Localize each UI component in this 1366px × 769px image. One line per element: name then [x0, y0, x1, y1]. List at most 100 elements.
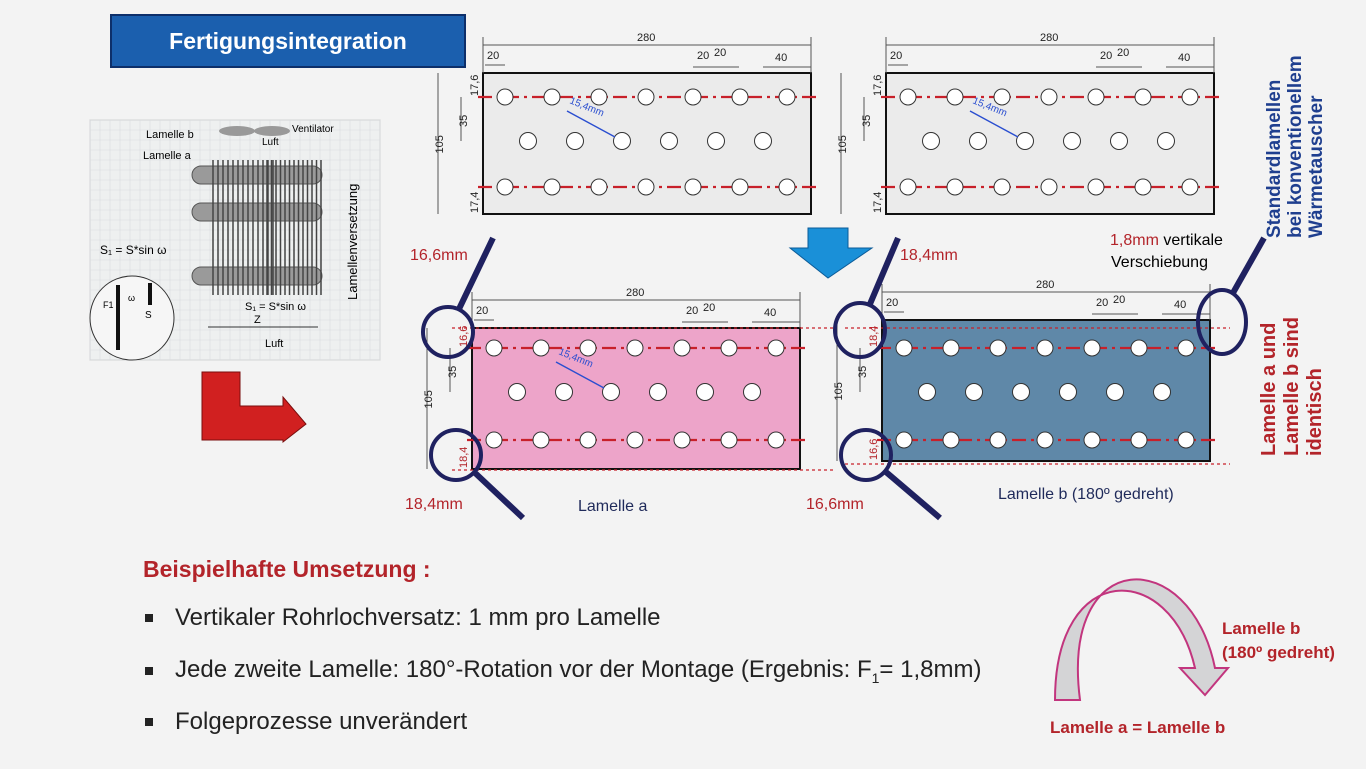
illus-label-lamelle-a: Lamelle a — [143, 150, 191, 162]
tube-hole — [579, 339, 597, 357]
dim-left-pitch-label: 20 — [487, 50, 499, 62]
tube-hole — [1181, 178, 1199, 196]
callout-a-top: 16,6mm — [410, 247, 468, 264]
hole-diameter-arrow — [555, 361, 605, 389]
dim-bottom-offset-label: 17,4 — [872, 192, 884, 213]
tube-hole — [1036, 431, 1054, 449]
tube-hole — [649, 383, 667, 401]
dim-bottom-offset-label: 18,4 — [458, 447, 470, 468]
tube-hole — [684, 88, 702, 106]
tube-hole — [946, 88, 964, 106]
tube-hole — [1087, 178, 1105, 196]
dim-height-label: 105 — [837, 135, 849, 153]
tube-hole — [1087, 88, 1105, 106]
bullet-icon — [145, 718, 153, 726]
plate-standard-right — [840, 37, 1224, 215]
dim-left-pitch-label: 20 — [890, 50, 902, 62]
tube-hole — [942, 339, 960, 357]
shift-annotation: 1,8mm vertikale — [1110, 232, 1223, 250]
tube-hole — [993, 88, 1011, 106]
plate-standard-left — [437, 37, 821, 215]
tube-hole — [579, 431, 597, 449]
illus-label-luft-bottom: Luft — [265, 338, 284, 350]
bullet-icon — [145, 666, 153, 675]
illus-label-luft-top: Luft — [262, 137, 279, 148]
fan-blade-icon — [219, 126, 255, 136]
dim-top-offset-label: 17,6 — [469, 75, 481, 96]
standard-lamellen-label: Standardlamellen bei konventionellem Wär… — [1264, 55, 1327, 238]
dim-pitch-b-label: 20 — [1113, 294, 1125, 306]
tube-hole — [496, 178, 514, 196]
callout-b-bottom: 16,6mm — [806, 496, 864, 513]
tube-hole — [626, 431, 644, 449]
magnifier-handle — [1230, 236, 1267, 295]
tube-hole — [899, 88, 917, 106]
tube-hole — [1177, 339, 1195, 357]
tube-hole — [543, 88, 561, 106]
identical-label: Lamelle a und Lamelle b sind identisch — [1258, 317, 1327, 456]
dim-height-label: 105 — [434, 135, 446, 153]
dim-pitch-a-label: 20 — [1100, 50, 1112, 62]
callout-a-bottom: 18,4mm — [405, 496, 463, 513]
tube-hole — [637, 88, 655, 106]
blue-down-arrow-icon — [788, 227, 874, 279]
bullet-text: Vertikaler Rohrlochversatz: 1 mm pro Lam… — [175, 604, 661, 631]
bullet-2-post: = 1,8mm) — [879, 656, 982, 683]
tube-hole — [1153, 383, 1171, 401]
title-box: Fertigungsintegration — [110, 14, 466, 68]
tube-hole — [895, 431, 913, 449]
illus-label-omega: ω — [128, 293, 136, 303]
bullet-text: Folgeprozesse unverändert — [175, 708, 468, 735]
plate-lamelle-b — [836, 284, 1220, 462]
dim-height-label: 105 — [423, 390, 435, 408]
hole-diameter-arrow — [969, 110, 1019, 138]
tube-hole — [626, 339, 644, 357]
illus-label-f1: F1 — [103, 300, 114, 310]
tube-hole — [895, 339, 913, 357]
tube-hole — [1063, 132, 1081, 150]
illus-label-s: S — [145, 310, 152, 321]
magnifier-icon — [1196, 236, 1267, 356]
dim-width-label: 280 — [637, 32, 655, 44]
rotation-label-b-2: (180º gedreht) — [1222, 643, 1335, 662]
magnifier-lens — [1196, 288, 1248, 356]
tube-hole — [532, 431, 550, 449]
dim-top-offset-label: 16,6 — [458, 326, 470, 347]
bullet-item-3: Folgeprozesse unverändert — [145, 708, 467, 736]
bullet-2-pre: Jede zweite Lamelle: 180°-Rotation vor d… — [175, 656, 872, 683]
tube-hole — [922, 132, 940, 150]
tube-hole — [590, 178, 608, 196]
detail-zoom-circle-icon — [89, 275, 175, 361]
standard-line-1: Standardlamellen — [1264, 79, 1285, 238]
tube-hole — [993, 178, 1011, 196]
tube-hole — [767, 431, 785, 449]
tube-hole — [754, 132, 772, 150]
fan-blade-icon — [254, 126, 290, 136]
shift-text-2: Verschiebung — [1111, 254, 1208, 271]
illus-label-lamelle-b: Lamelle b — [146, 129, 194, 141]
tube-hole — [684, 178, 702, 196]
tube-hole — [989, 339, 1007, 357]
magnifier-lens — [429, 428, 483, 482]
tube-hole — [965, 383, 983, 401]
magnifier-icon — [833, 236, 901, 359]
tube-hole — [673, 431, 691, 449]
tube-hole — [1083, 431, 1101, 449]
magnifier-handle — [472, 469, 526, 521]
tube-hole — [1130, 431, 1148, 449]
magnifier-lens — [421, 305, 475, 359]
tube-hole — [696, 383, 714, 401]
standard-line-2: bei konventionellem — [1285, 55, 1306, 238]
illus-label-ventilator: Ventilator — [292, 124, 334, 135]
tube-hole — [918, 383, 936, 401]
tube-hole — [778, 88, 796, 106]
rotation-label-b-1: Lamelle b — [1222, 619, 1301, 638]
tube-hole — [1157, 132, 1175, 150]
tube-hole — [1130, 339, 1148, 357]
tube-hole — [508, 383, 526, 401]
tube-hole — [485, 339, 503, 357]
tube-hole — [942, 431, 960, 449]
caption-lamelle-a: Lamelle a — [578, 498, 648, 515]
dim-row-spacing-label: 35 — [447, 366, 459, 378]
tube-hole — [1040, 88, 1058, 106]
